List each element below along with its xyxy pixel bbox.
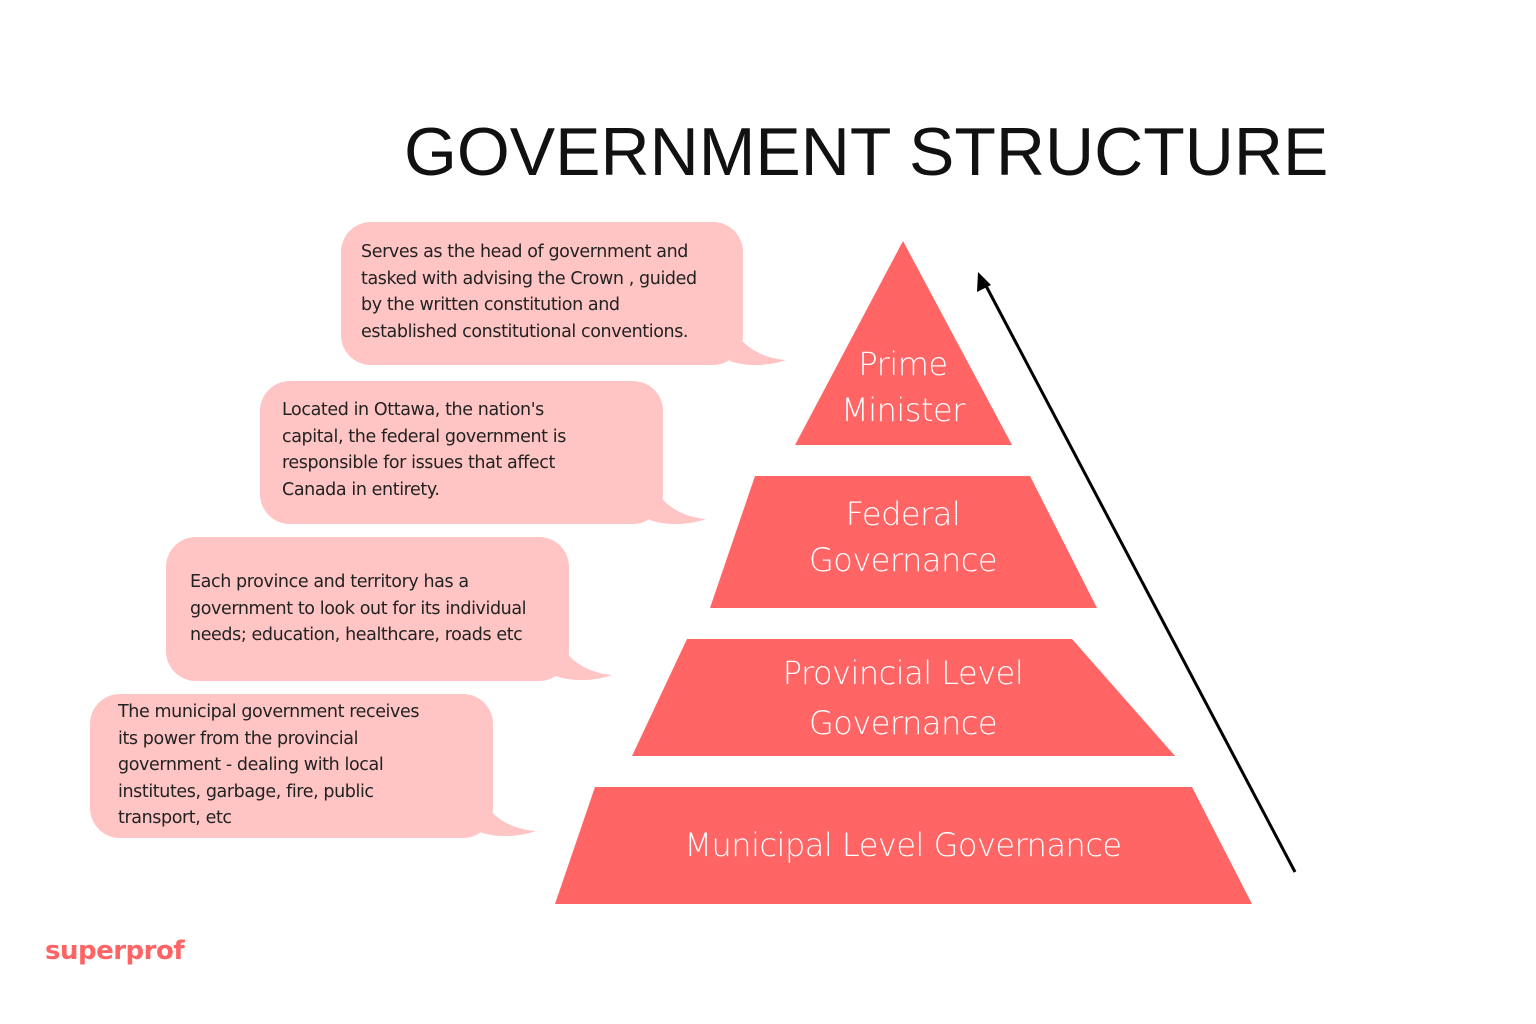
bubble-line: needs; education, healthcare, roads etc (190, 625, 523, 645)
bubble-text-municipal: The municipal government receives its po… (118, 699, 419, 832)
speech-bubble-municipal (90, 694, 536, 838)
tier-provincial (632, 639, 1175, 756)
bubble-text-federal: Located in Ottawa, the nation's capital,… (282, 397, 566, 503)
speech-bubble-federal (260, 381, 706, 525)
bubble-line: tasked with advising the Crown , guided (361, 268, 697, 289)
tier-label-line: Governance (808, 704, 998, 742)
bubble-line: government to look out for its individua… (190, 598, 527, 619)
speech-bubble-prime-minister (341, 222, 786, 366)
arrow-up-icon (977, 272, 1297, 873)
tier-prime-minister (795, 241, 1012, 445)
speech-bubble-provincial (166, 537, 612, 681)
tier-label-prime-minister: Prime Minister (803, 341, 1003, 433)
page-title: GOVERNMENT STRUCTURE (404, 114, 1329, 190)
superprof-logo: superprof (45, 936, 185, 966)
bubble-text-prime-minister: Serves as the head of government and tas… (361, 239, 697, 345)
bubble-line: Canada in entirety. (282, 479, 440, 500)
bubble-line: established constitutional conventions. (361, 321, 689, 342)
tier-label-line: Governance (808, 541, 998, 579)
bubble-line: transport, etc (118, 808, 232, 828)
tier-label-municipal: Municipal Level Governance (603, 822, 1203, 868)
tier-label-line: Federal (845, 495, 961, 533)
bubble-line: government - dealing with local (118, 755, 384, 775)
tier-label-line: Prime (858, 345, 948, 383)
bubble-line: by the written constitution and (361, 295, 620, 315)
tier-label-line: Minister (841, 391, 965, 429)
bubble-line: The municipal government receives (118, 702, 420, 722)
bubble-line: Serves as the head of government and (361, 242, 689, 262)
bubble-line: Located in Ottawa, the nation's (282, 400, 544, 420)
bubble-line: institutes, garbage, fire, public (118, 781, 374, 802)
bubble-line: its power from the provincial (118, 728, 359, 749)
bubble-line: capital, the federal government is (282, 426, 566, 447)
tier-label-line: Provincial Level (782, 654, 1024, 692)
tier-label-federal: Federal Governance (753, 491, 1053, 583)
bubble-line: responsible for issues that affect (282, 453, 555, 473)
tier-municipal (555, 787, 1252, 904)
tier-label-line: Municipal Level Governance (684, 826, 1122, 864)
tier-label-provincial: Provincial Level Governance (703, 648, 1103, 748)
bubble-line: Each province and territory has a (190, 572, 469, 592)
tier-federal (710, 476, 1097, 608)
bubble-text-provincial: Each province and territory has a govern… (190, 569, 527, 649)
